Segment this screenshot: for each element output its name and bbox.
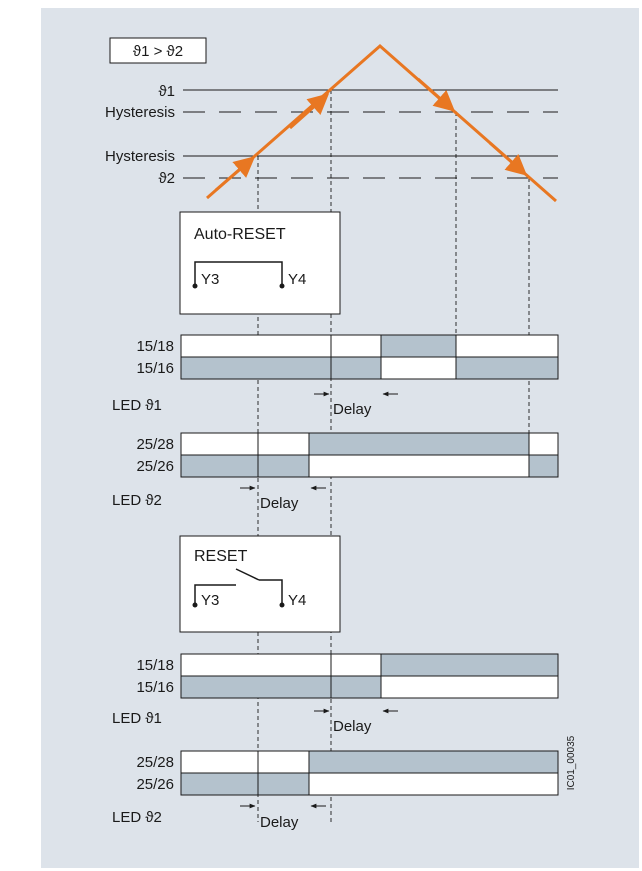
bar-segment bbox=[455, 334, 559, 358]
led2-label: LED ϑ2 bbox=[112, 809, 162, 826]
y4-terminal bbox=[279, 283, 285, 289]
auto-reset-relay1-bars bbox=[180, 334, 559, 380]
row-label-25-26: 25/26 bbox=[136, 776, 174, 793]
falling-arrow-high bbox=[417, 77, 456, 112]
reset-contact-right bbox=[259, 579, 283, 604]
reset-box bbox=[179, 535, 341, 633]
led1-label: LED ϑ1 bbox=[112, 397, 162, 414]
delay-label: Delay bbox=[333, 401, 372, 418]
auto-reset-box bbox=[179, 211, 341, 315]
auto-reset-y4-label: Y4 bbox=[288, 271, 306, 288]
bar-segment bbox=[528, 454, 559, 478]
bar-segment bbox=[330, 356, 382, 380]
delay-label: Delay bbox=[260, 495, 299, 512]
bar-segment bbox=[330, 675, 382, 699]
bar-segment bbox=[180, 675, 332, 699]
reset-block: RESET Y3 Y4 bbox=[179, 535, 341, 633]
bar-segment bbox=[180, 772, 259, 796]
rising-arrow-low bbox=[215, 156, 256, 192]
row-label-25-26: 25/26 bbox=[136, 458, 174, 475]
reset-relay2-bars bbox=[180, 750, 559, 796]
bar-segment bbox=[455, 356, 559, 380]
bar-segment bbox=[180, 334, 332, 358]
reset-y4-label: Y4 bbox=[288, 592, 306, 609]
theta2-label: ϑ2 bbox=[158, 170, 175, 187]
row-label-15-18: 15/18 bbox=[136, 657, 174, 674]
bar-segment bbox=[380, 334, 457, 358]
auto-reset-relay2-bars bbox=[180, 432, 559, 478]
row-label-25-28: 25/28 bbox=[136, 436, 174, 453]
row-label-15-18: 15/18 bbox=[136, 338, 174, 355]
condition-box bbox=[109, 37, 207, 64]
reset-contact-open-switch bbox=[235, 568, 260, 581]
figure-id: IC01_00035 bbox=[566, 735, 577, 790]
auto-reset-y3-label: Y3 bbox=[201, 271, 219, 288]
bar-segment bbox=[308, 772, 559, 796]
bar-segment bbox=[330, 653, 382, 677]
row-label-15-16: 15/16 bbox=[136, 360, 174, 377]
row-label-25-28: 25/28 bbox=[136, 754, 174, 771]
bar-segment bbox=[257, 432, 310, 456]
bar-segment bbox=[308, 750, 559, 774]
bar-segment bbox=[380, 675, 559, 699]
row-label-15-16: 15/16 bbox=[136, 679, 174, 696]
bar-segment bbox=[257, 750, 310, 774]
reset-title: RESET bbox=[194, 548, 248, 565]
bar-segment bbox=[380, 356, 457, 380]
rising-arrow-high bbox=[289, 93, 330, 130]
bar-segment bbox=[257, 772, 310, 796]
y3-terminal bbox=[192, 602, 198, 608]
bar-segment bbox=[257, 454, 310, 478]
bar-segment bbox=[180, 432, 259, 456]
y4-terminal bbox=[279, 602, 285, 608]
reset-contact-left bbox=[194, 584, 236, 604]
hysteresis-lower-label: Hysteresis bbox=[105, 148, 175, 165]
falling-arrow-low bbox=[489, 141, 528, 176]
reset-y3-label: Y3 bbox=[201, 592, 219, 609]
y3-terminal bbox=[192, 283, 198, 289]
bar-segment bbox=[528, 432, 559, 456]
bar-segment bbox=[330, 334, 382, 358]
led2-label: LED ϑ2 bbox=[112, 492, 162, 509]
auto-reset-contact-closed bbox=[194, 261, 283, 285]
bar-segment bbox=[308, 454, 530, 478]
bar-segment bbox=[180, 750, 259, 774]
bar-segment bbox=[308, 432, 530, 456]
delay-label: Delay bbox=[260, 814, 299, 831]
bar-segment bbox=[180, 653, 332, 677]
delay-label: Delay bbox=[333, 718, 372, 735]
condition-label: ϑ1 > ϑ2 bbox=[133, 43, 183, 60]
bar-segment bbox=[180, 356, 332, 380]
hysteresis-upper-label: Hysteresis bbox=[105, 104, 175, 121]
bar-segment bbox=[380, 653, 559, 677]
led1-label: LED ϑ1 bbox=[112, 710, 162, 727]
theta1-label: ϑ1 bbox=[158, 83, 175, 100]
bar-segment bbox=[180, 454, 259, 478]
auto-reset-title: Auto-RESET bbox=[194, 226, 286, 243]
reset-relay1-bars bbox=[180, 653, 559, 699]
auto-reset-block: Auto-RESET Y3 Y4 bbox=[179, 211, 341, 315]
